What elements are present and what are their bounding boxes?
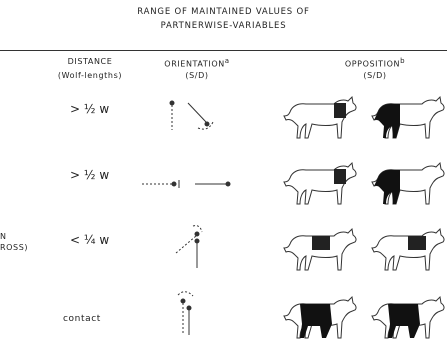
diagram-title: RANGE OF MAINTAINED VALUES OF: [137, 7, 310, 17]
opposition-subheader: (S/D): [363, 71, 387, 80]
row2-orientation-figure: [142, 180, 231, 188]
row2-distance: > ½ w: [70, 168, 110, 182]
distance-subheader: (Wolf-lengths): [57, 71, 123, 80]
row1-distance: > ½ w: [70, 102, 110, 116]
diagram-subtitle: PARTNERWISE-VARIABLES: [160, 21, 287, 31]
row1-wolf-right: [371, 96, 445, 139]
orientation-footnote-mark: a: [224, 57, 230, 65]
header-rule: [0, 50, 447, 51]
orientation-header: ORIENTATIONa: [152, 57, 242, 69]
row4-wolf-left: [283, 296, 357, 339]
row3-wolf-left: [283, 228, 357, 271]
row3-wolf-right: [371, 228, 445, 271]
row2-wolf-left: [283, 162, 357, 205]
row4-orientation-figure: [177, 291, 194, 335]
row4-distance: contact: [63, 314, 101, 324]
row1-orientation-figure: [169, 100, 214, 130]
row3-distance: < ¼ w: [70, 233, 110, 247]
orientation-subheader: (S/D): [185, 71, 209, 80]
orientation-label: ORIENTATION: [164, 59, 225, 69]
distance-header: DISTANCE: [67, 57, 113, 66]
row2-wolf-right: [371, 162, 445, 205]
row1-wolf-left: [283, 96, 357, 139]
row4-wolf-right: [371, 296, 445, 339]
left-edge-text-1: N: [0, 232, 7, 241]
opposition-header: OPPOSITIONb: [325, 57, 425, 69]
left-edge-text-2: ROSS): [0, 243, 29, 252]
opposition-label: OPPOSITION: [344, 59, 401, 69]
row3-orientation-figure: [175, 225, 203, 268]
opposition-footnote-mark: b: [400, 57, 406, 65]
